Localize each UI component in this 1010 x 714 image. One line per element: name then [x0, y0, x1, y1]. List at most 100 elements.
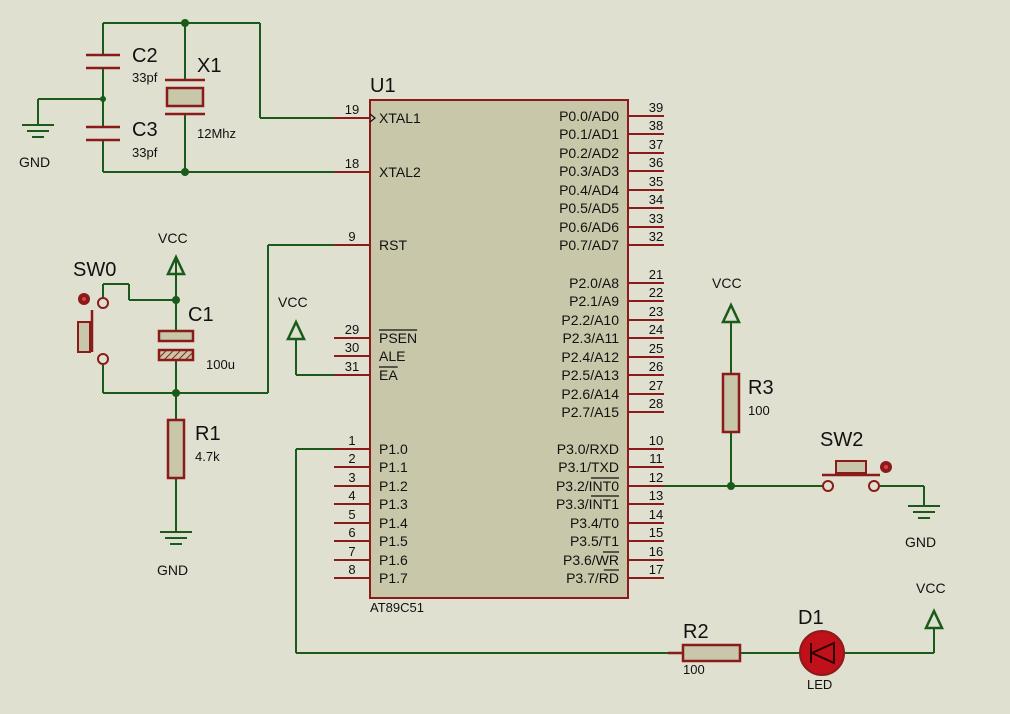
vcc-symbol-3: VCC — [916, 580, 946, 630]
junction-dot — [181, 168, 189, 176]
pin-number: 32 — [649, 229, 663, 244]
mcu-pin-5[interactable]: 5P1.4 — [334, 507, 408, 531]
junction-dot — [172, 389, 180, 397]
mcu-pin-1[interactable]: 1P1.0 — [334, 433, 408, 457]
pin-name: P3.6/WR — [563, 552, 619, 568]
pin-name: P1.0 — [379, 441, 408, 457]
pin-name: P1.6 — [379, 552, 408, 568]
c2-value: 33pf — [132, 70, 158, 85]
pin-name: P0.7/AD7 — [559, 237, 619, 253]
mcu-pin-3[interactable]: 3P1.2 — [334, 470, 408, 494]
led-icon — [799, 630, 845, 676]
mcu-body — [369, 99, 629, 599]
pin-name: P2.5/A13 — [561, 367, 619, 383]
pin-number: 13 — [649, 488, 663, 503]
r1-ref: R1 — [195, 423, 221, 445]
junction-dot — [727, 482, 735, 490]
pin-name: ALE — [379, 348, 405, 364]
resistor-r3[interactable]: R3 100 — [721, 372, 774, 434]
pin-number: 17 — [649, 562, 663, 577]
pin-number: 29 — [345, 322, 359, 337]
resistor-r2[interactable]: R2 100 — [668, 621, 742, 677]
pin-name: P1.3 — [379, 496, 408, 512]
capacitor-c2[interactable]: C2 33pf — [86, 45, 158, 85]
pin-name: PSEN — [379, 330, 417, 346]
ea-vcc-net — [295, 340, 334, 376]
led-d1[interactable]: D1 LED — [798, 607, 845, 692]
pin-number: 12 — [649, 470, 663, 485]
mcu-pin-4[interactable]: 4P1.3 — [334, 488, 408, 512]
pin-number: 4 — [348, 488, 355, 503]
junction-dot — [172, 296, 180, 304]
pin-number: 16 — [649, 544, 663, 559]
pin-number: 22 — [649, 285, 663, 300]
pin-number: 35 — [649, 174, 663, 189]
mcu-pin-6[interactable]: 6P1.5 — [334, 525, 408, 549]
mcu-u1[interactable]: U1 AT89C51 19XTAL118XTAL29RST29PSEN30ALE… — [334, 75, 664, 615]
pin-number: 34 — [649, 192, 663, 207]
pin-name: P0.6/AD6 — [559, 219, 619, 235]
pin-number: 39 — [649, 100, 663, 115]
switch-sw2[interactable]: SW2 — [820, 429, 892, 492]
r3-ref: R3 — [748, 377, 774, 399]
pin-number: 26 — [649, 359, 663, 374]
vcc-label-2: VCC — [278, 294, 308, 310]
mcu-pin-8[interactable]: 8P1.7 — [334, 562, 408, 586]
capacitor-c1[interactable]: C1 100u — [157, 304, 235, 372]
pin-name: P2.6/A14 — [561, 386, 619, 402]
mcu-pin-7[interactable]: 7P1.6 — [334, 544, 408, 568]
x1-ref: X1 — [197, 55, 221, 77]
x1-value: 12Mhz — [197, 126, 236, 141]
pin-number: 33 — [649, 211, 663, 226]
pin-name: P0.2/AD2 — [559, 145, 619, 161]
junction-dot — [100, 96, 106, 102]
resistor-r1[interactable]: R1 4.7k — [166, 418, 221, 480]
pin-number: 31 — [345, 359, 359, 374]
vcc-symbol-4: VCC — [712, 275, 742, 324]
pin-name: XTAL2 — [379, 164, 421, 180]
crystal-x1[interactable]: X1 12Mhz — [165, 55, 236, 141]
pin-number: 6 — [348, 525, 355, 540]
pin-number: 5 — [348, 507, 355, 522]
switch-sw0[interactable]: SW0 — [73, 259, 116, 365]
pin-number: 8 — [348, 562, 355, 577]
c1-value: 100u — [206, 357, 235, 372]
mcu-pin-2[interactable]: 2P1.1 — [334, 451, 408, 475]
r3-value: 100 — [748, 403, 770, 418]
pin-number: 37 — [649, 137, 663, 152]
capacitor-c3[interactable]: C3 33pf — [86, 119, 158, 160]
pin-name: P2.0/A8 — [569, 275, 619, 291]
vcc-symbol-2: VCC — [278, 294, 308, 341]
